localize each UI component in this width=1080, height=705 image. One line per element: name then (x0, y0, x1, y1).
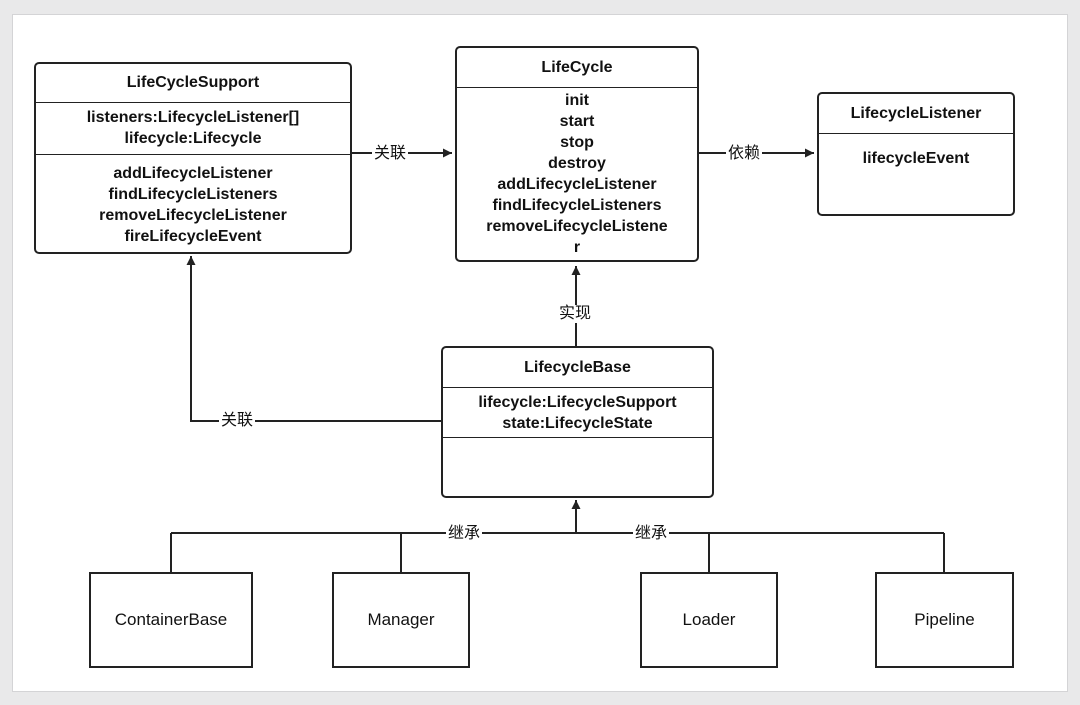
method-start: start (559, 113, 595, 130)
attribute-lifecycle: lifecycle:LifecycleSupport (478, 394, 677, 411)
class-lifecyclebase: LifecycleBase lifecycle:LifecycleSupport… (441, 346, 714, 498)
class-title: LifecycleBase (443, 348, 712, 388)
method-remove-listener: removeLifecycleListener (99, 207, 287, 224)
method-add-listener: addLifecycleListener (113, 165, 273, 182)
method-destroy: destroy (548, 155, 606, 172)
attributes-section: listeners:LifecycleListener[] lifecycle:… (36, 103, 350, 155)
edge-label-association-left: 关联 (219, 412, 256, 430)
class-name: ContainerBase (114, 610, 228, 629)
method-stop: stop (560, 134, 594, 151)
methods-section-empty (443, 438, 712, 442)
method-lifecycle-event: lifecycleEvent (862, 150, 970, 167)
attribute-state: state:LifecycleState (502, 415, 653, 432)
method-fire-event: fireLifecycleEvent (124, 228, 262, 245)
attribute-lifecycle: lifecycle:Lifecycle (124, 130, 262, 147)
edge-label-association-top: 关联 (372, 145, 409, 163)
attributes-section: lifecycle:LifecycleSupport state:Lifecyc… (443, 388, 712, 438)
class-name: Loader (682, 610, 736, 629)
method-find-listeners: findLifecycleListeners (492, 197, 662, 214)
methods-section: addLifecycleListener findLifecycleListen… (36, 155, 350, 249)
method-find-listeners: findLifecycleListeners (108, 186, 278, 203)
edge-label-realization: 实现 (557, 305, 594, 323)
class-name: Pipeline (914, 610, 975, 629)
class-title: LifeCycle (457, 48, 697, 88)
method-remove-listener: removeLifecycleListene (486, 218, 668, 235)
methods-section: init start stop destroy addLifecycleList… (457, 88, 697, 260)
edge-label-inheritance-left: 继承 (446, 525, 483, 543)
class-lifecycle: LifeCycle init start stop destroy addLif… (455, 46, 699, 262)
class-title: LifecycleListener (819, 94, 1013, 134)
class-loader: Loader (640, 572, 778, 668)
methods-section: lifecycleEvent (819, 134, 1013, 171)
method-init: init (565, 92, 589, 109)
method-add-listener: addLifecycleListener (497, 176, 657, 193)
class-pipeline: Pipeline (875, 572, 1014, 668)
method-remove-listener-wrap: r (573, 239, 581, 256)
attribute-listeners: listeners:LifecycleListener[] (86, 109, 300, 126)
class-title: LifeCycleSupport (36, 64, 350, 103)
edge-base-to-support (186, 256, 441, 422)
class-lifecyclesupport: LifeCycleSupport listeners:LifecycleList… (34, 62, 352, 254)
class-containerbase: ContainerBase (89, 572, 253, 668)
class-manager: Manager (332, 572, 470, 668)
class-lifecyclelistener: LifecycleListener lifecycleEvent (817, 92, 1015, 216)
edge-label-dependency: 依赖 (726, 145, 763, 163)
class-name: Manager (367, 610, 435, 629)
edge-label-inheritance-right: 继承 (633, 525, 670, 543)
